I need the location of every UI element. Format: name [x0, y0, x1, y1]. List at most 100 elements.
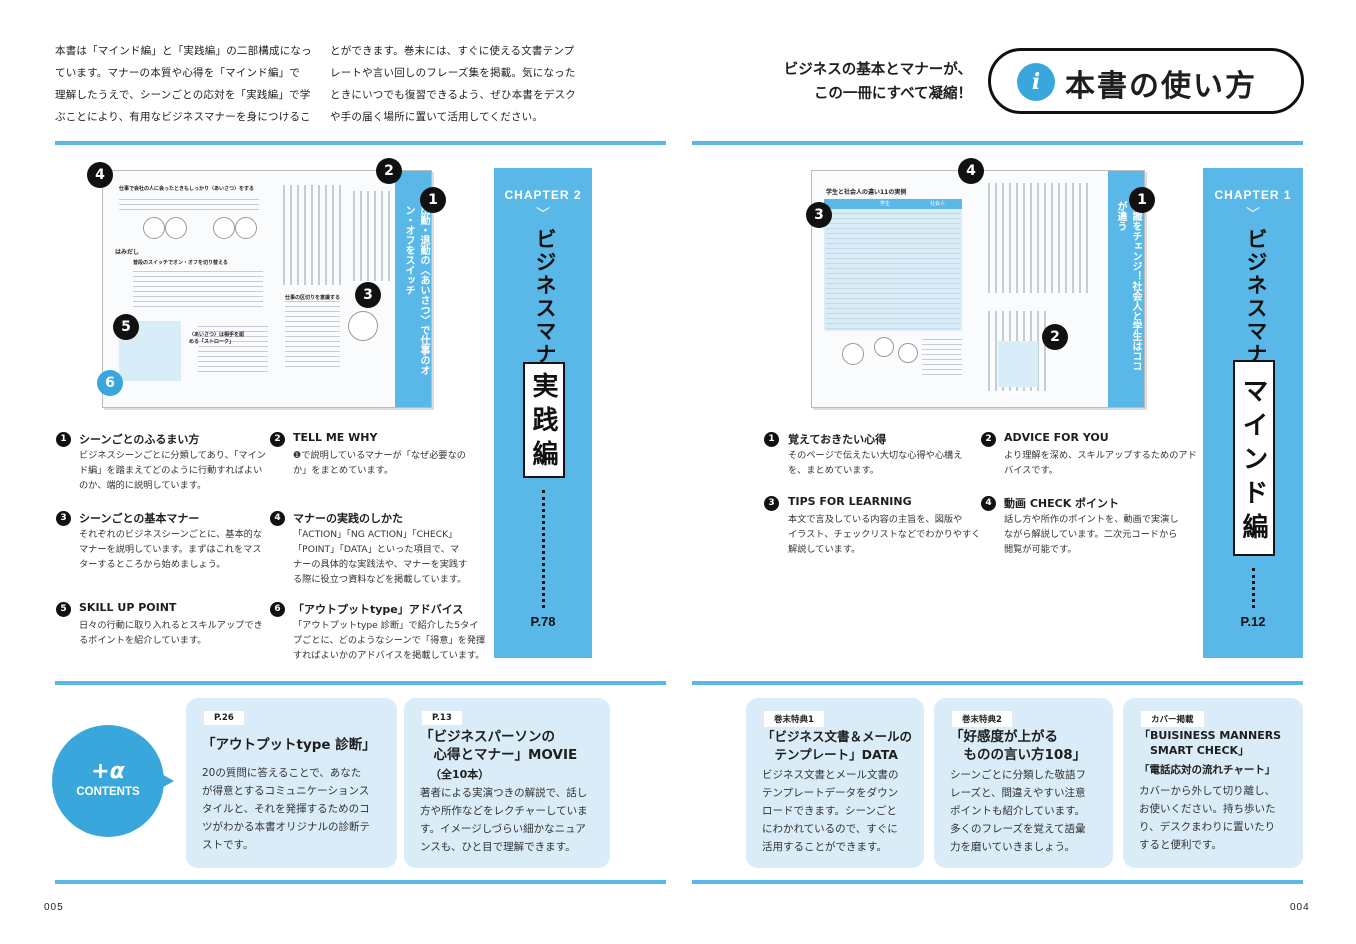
desc-line: すればよいかのアドバイスを掲載しています。 — [293, 650, 485, 661]
body-line: ンスも、ひと目で理解できます。 — [420, 841, 576, 853]
intro-line: とができます。巻末には、すぐに使える文書テンプ — [330, 45, 575, 57]
desc-line: ド編」を踏まえてどのように行動すればよい — [79, 465, 263, 476]
intro-line: レートや言い回しのフレーズ集を掲載。気になった — [330, 67, 576, 79]
title-line: 「ビジネスパーソンの — [420, 729, 555, 745]
card-tag: 巻末特典1 — [764, 711, 824, 727]
item-number: 4 — [981, 496, 996, 511]
body-line: 方や所作などをレクチャーしていま — [420, 805, 588, 817]
intro-line: ています。マナーの本質や心得を「マインド編」で — [55, 67, 301, 79]
card-tag: 巻末特典2 — [952, 711, 1012, 727]
illustration — [235, 217, 257, 239]
mock-vertical-title: 意識をチェンジ！社会人と学生はココが違う — [1115, 201, 1141, 371]
bonus-card: P.26 「アウトプットtype 診断」 20の質問に答えることで、あなた が得… — [186, 698, 397, 868]
item-desc: 日々の行動に取り入れるとスキルアップでき るポイントを紹介しています。 — [79, 618, 263, 648]
desc-line: ナーの具体的な実践法や、マナーを実践す — [293, 559, 468, 570]
mock-heading: 仕事の区切りを意識する — [285, 295, 341, 301]
body-line: 20の質問に答えることで、あなた — [202, 767, 362, 779]
callout-4: 4 — [958, 158, 984, 184]
item-title: SKILL UP POINT — [79, 601, 177, 614]
card-tag: P.26 — [204, 711, 244, 725]
headline-line: この一冊にすべて凝縮！ — [813, 86, 972, 102]
desc-line: バイスです。 — [1004, 465, 1058, 476]
desc-line: 解説しています。 — [788, 544, 861, 555]
item-desc: そのページで伝えたい大切な心得や心構え を、まとめています。 — [788, 448, 962, 478]
title-line: 心得とマナー」MOVIE — [420, 747, 578, 763]
body-line: ロードできます。シーンごと — [762, 805, 897, 817]
desc-line: のか、端的に説明しています。 — [79, 480, 207, 491]
mock-text — [285, 301, 340, 371]
intro-line: 理解したうえで、シーンごとの応対を「実践編」で学 — [55, 89, 311, 101]
mock-text — [198, 326, 268, 376]
illustration — [165, 217, 187, 239]
mock-text — [922, 339, 962, 379]
card-body: ビジネス文書とメール文書の テンプレートデータをダウン ロードできます。シーンご… — [762, 766, 918, 856]
dotted-leader — [542, 490, 545, 608]
divider — [55, 880, 666, 884]
title-line: SMART CHECK」 — [1139, 744, 1250, 757]
mock-table-head: 社会人 — [930, 201, 946, 207]
card-title: 「アウトプットtype 診断」 — [202, 737, 376, 753]
dotted-leader — [1252, 568, 1255, 608]
item-number: 1 — [56, 432, 71, 447]
item-desc: 「ACTION」「NG ACTION」「CHECK」 「POINT」「DATA」… — [293, 527, 467, 587]
plus-alpha-symbol: +α — [91, 759, 125, 784]
callout-1: 1 — [1129, 187, 1155, 213]
body-line: 活用することができます。 — [762, 841, 887, 853]
body-line: 力を磨いていきましょう。 — [950, 841, 1076, 853]
item-title: ADVICE FOR YOU — [1004, 431, 1109, 444]
body-line: り、デスクまわりに置いたり — [1139, 821, 1276, 833]
mock-table-title: 学生と社会人の違い11の実例 — [826, 189, 907, 196]
desc-line: ターするところから始めましょう。 — [79, 559, 226, 570]
chapter-page: P.78 — [530, 614, 556, 629]
card-body: シーンごとに分類した敬語フ レーズと、間違えやすい注意 ポイントも紹介しています… — [950, 766, 1106, 856]
bonus-card: P.13 「ビジネスパーソンの 心得とマナー」MOVIE （全10本） 著者によ… — [404, 698, 610, 868]
item-title: マナーの実践のしかた — [293, 512, 403, 525]
item-number: 3 — [56, 511, 71, 526]
item-title: TELL ME WHY — [293, 431, 378, 444]
desc-line: ビジネスシーンごとに分類してあり、「マイン — [79, 450, 266, 461]
intro-line: ときにいつでも復習できるよう、ぜひ本書をデスク — [330, 89, 576, 101]
title-line: 「ビジネス文書＆メールの — [762, 729, 913, 744]
item-number: 4 — [270, 511, 285, 526]
intro-line: ぶことにより、有用なビジネスマナーを身につけるこ — [55, 111, 311, 123]
divider — [692, 681, 1303, 685]
card-tag: カバー掲載 — [1141, 711, 1204, 727]
body-line: テンプレートデータをダウン — [762, 787, 899, 799]
item-title: 「アウトプットtype」アドバイス — [293, 603, 464, 616]
body-line: すると便利です。 — [1139, 839, 1222, 851]
chapter-label: CHAPTER 1 — [1214, 188, 1292, 202]
bonus-card: 巻末特典1 「ビジネス文書＆メールの テンプレート」DATA ビジネス文書とメー… — [746, 698, 924, 868]
callout-5: 5 — [113, 314, 139, 340]
card-title: 「好感度が上がる ものの言い方108」 — [950, 728, 1086, 764]
mock-text — [119, 199, 259, 211]
card-subtitle: 「電話応対の流れチャート」 — [1139, 764, 1276, 776]
desc-line: 話し方や所作のポイントを、動画で実演し — [1004, 514, 1179, 525]
chevron-down-icon: ﹀ — [536, 207, 550, 223]
card-body: 著者による実演つきの解説で、話し 方や所作などをレクチャーしていま す。イメージ… — [420, 784, 600, 856]
desc-line: る際に役立つ資料などを掲載しています。 — [293, 574, 467, 585]
card-title: 「ビジネス文書＆メールの テンプレート」DATA — [762, 728, 912, 764]
chapter-part-box: 実践編 — [523, 362, 565, 478]
mock-text — [353, 191, 393, 281]
chevron-down-icon: ﹀ — [1246, 207, 1260, 223]
intro-column-2: とができます。巻末には、すぐに使える文書テンプ レートや言い回しのフレーズ集を掲… — [330, 40, 590, 128]
desc-line: るポイントを紹介しています。 — [79, 635, 207, 646]
bonus-card: カバー掲載 「BUISINESS MANNERS SMART CHECK」 「電… — [1123, 698, 1303, 868]
item-desc: 本文で言及している内容の主旨を、図版や イラスト、チェックリストなどでわかりやす… — [788, 512, 980, 557]
sample-spread-mind: 学生と社会人の違い11の実例 学生 社会人 意識をチェンジ！社会人と学生はココが… — [811, 170, 1145, 408]
item-desc: 「アウトプットtype 診断」で紹介した5タイ プごとに、どのようなシーンで「得… — [293, 618, 485, 663]
chapter-2-panel: CHAPTER 2 ﹀ ビジネスマナー 実践編 P.78 — [494, 168, 592, 658]
item-desc: それぞれのビジネスシーンごとに、基本的な マナーを説明しています。まずはこれをマ… — [79, 527, 262, 572]
page-number-left: 005 — [44, 902, 64, 913]
item-number: 6 — [270, 602, 285, 617]
item-number: 2 — [981, 432, 996, 447]
bonus-card: 巻末特典2 「好感度が上がる ものの言い方108」 シーンごとに分類した敬語フ … — [934, 698, 1113, 868]
chapter-page: P.12 — [1240, 614, 1266, 629]
divider — [55, 141, 666, 145]
card-title: 「BUISINESS MANNERS SMART CHECK」 — [1139, 728, 1281, 758]
item-desc: より理解を深め、スキルアップするためのアド バイスです。 — [1004, 448, 1197, 478]
headline-line: ビジネスの基本とマナーが、 — [783, 62, 972, 78]
mock-heading: 普段のスイッチでオン・オフを切り替える — [133, 260, 228, 266]
desc-line: そのページで伝えたい大切な心得や心構え — [788, 450, 963, 461]
item-number: 3 — [764, 496, 779, 511]
